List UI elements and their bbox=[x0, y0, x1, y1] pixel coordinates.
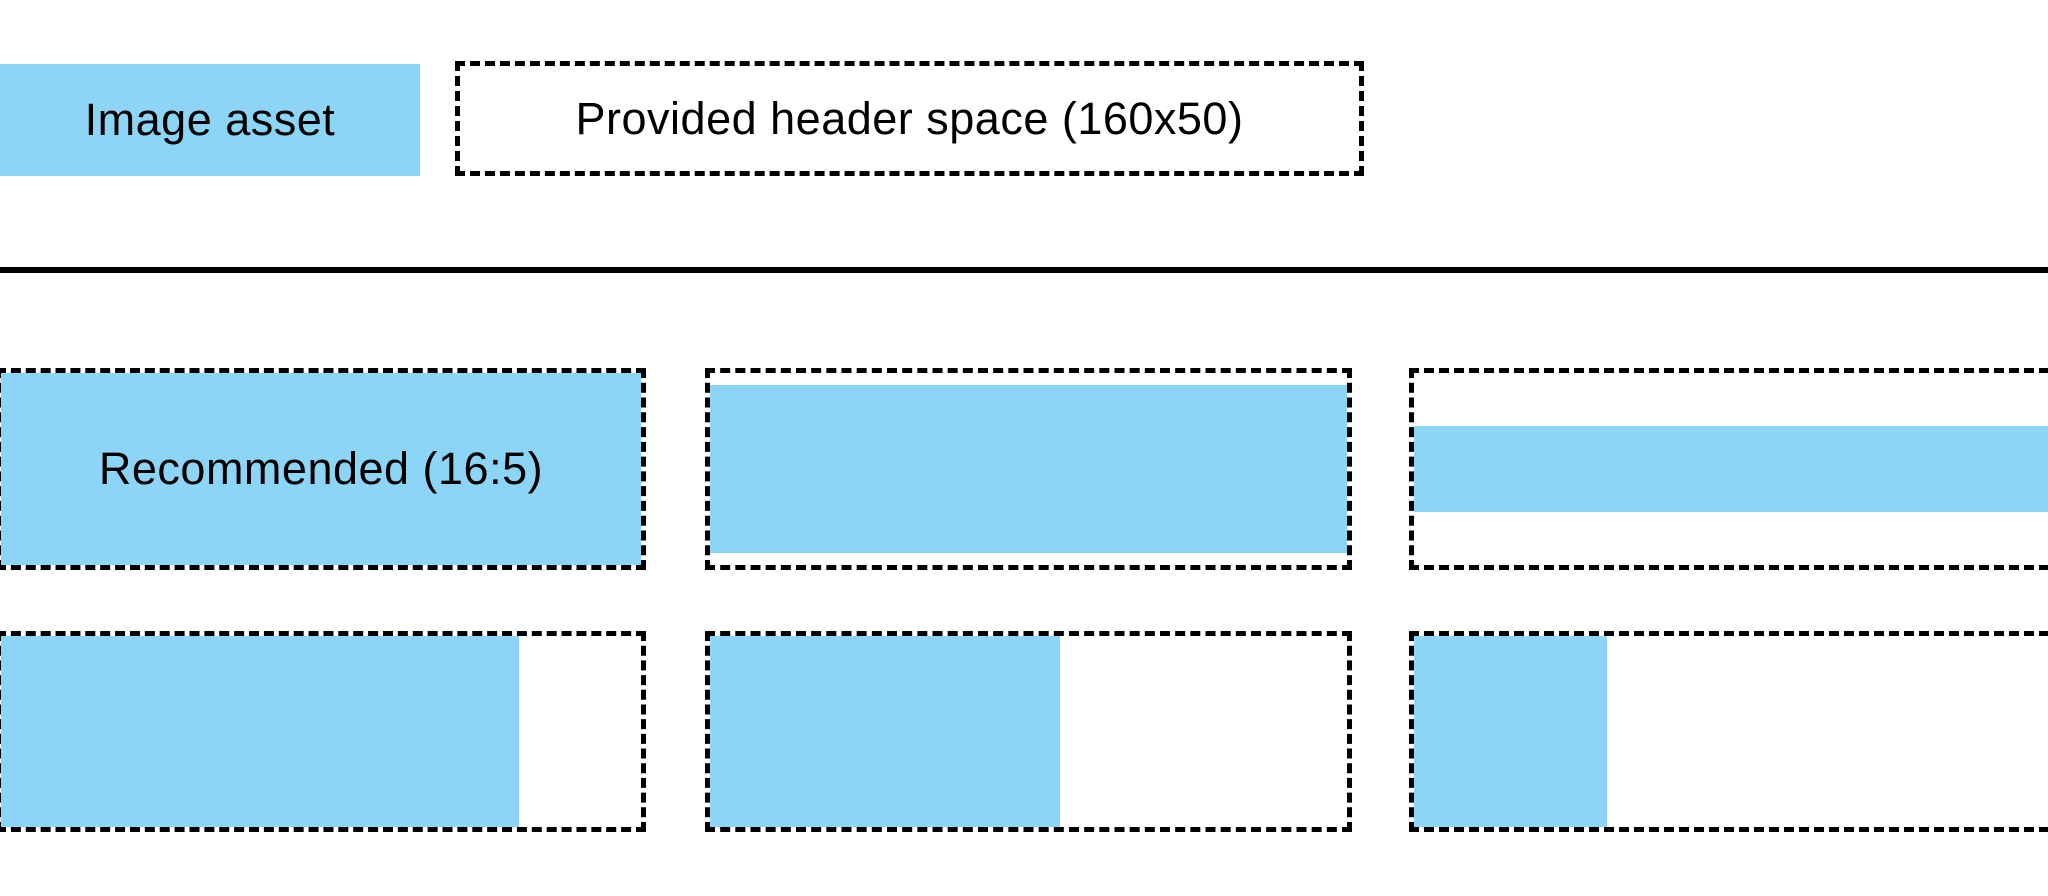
provided-header-space-legend-box: Provided header space (160x50) bbox=[455, 61, 1364, 176]
divider-line bbox=[0, 267, 2048, 273]
header-space-example-shorter bbox=[705, 368, 1352, 570]
image-asset-fill: Recommended (16:5) bbox=[1, 373, 641, 565]
header-space-example-recommended: Recommended (16:5) bbox=[0, 368, 646, 570]
image-asset-fill bbox=[1414, 425, 2048, 513]
header-space-example-narrow-wide bbox=[0, 631, 646, 832]
header-space-example-narrow-small bbox=[1409, 631, 2048, 832]
image-asset-legend-label: Image asset bbox=[84, 94, 336, 145]
header-space-example-narrow-medium bbox=[705, 631, 1352, 832]
image-asset-fill bbox=[1, 636, 520, 827]
provided-header-space-legend-label: Provided header space (160x50) bbox=[575, 92, 1244, 144]
image-asset-legend-swatch: Image asset bbox=[0, 64, 420, 176]
header-space-example-thin-strip bbox=[1409, 368, 2048, 570]
image-asset-fill bbox=[710, 636, 1061, 827]
image-asset-fill bbox=[1414, 636, 1608, 827]
image-asset-fill bbox=[710, 385, 1347, 553]
recommended-label: Recommended (16:5) bbox=[98, 443, 544, 494]
